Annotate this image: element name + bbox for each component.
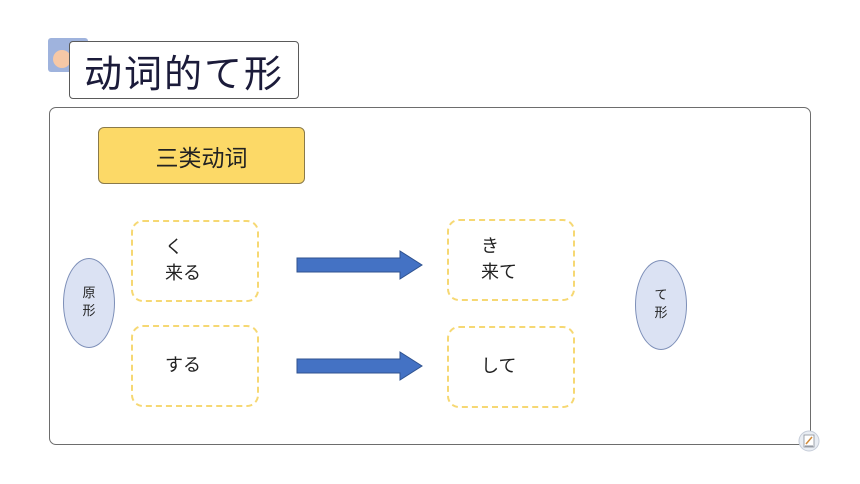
edit-icon[interactable] xyxy=(798,430,820,452)
te-reading: き xyxy=(481,236,499,257)
right-arrow-icon xyxy=(296,250,423,280)
page-title: 动词的て形 xyxy=(69,41,299,99)
verb-category-label: 三类动词 xyxy=(98,127,305,184)
te-form-box: き 来て xyxy=(447,219,575,301)
source-word: 来る xyxy=(165,263,201,284)
te-form-label: て形 xyxy=(654,288,668,321)
te-form-oval: て形 xyxy=(635,260,687,350)
source-form-box: く 来る xyxy=(131,220,259,302)
te-word: 来て xyxy=(481,262,517,283)
title-decoration-circle xyxy=(53,50,71,68)
right-arrow-icon xyxy=(296,351,423,381)
te-form-box: して xyxy=(447,326,575,408)
source-word: する xyxy=(165,355,201,376)
content-frame xyxy=(49,107,811,445)
source-reading: く xyxy=(165,237,183,258)
source-form-oval: 原形 xyxy=(63,258,115,348)
te-word: して xyxy=(481,356,517,377)
source-form-label: 原形 xyxy=(82,286,96,319)
source-form-box: する xyxy=(131,325,259,407)
